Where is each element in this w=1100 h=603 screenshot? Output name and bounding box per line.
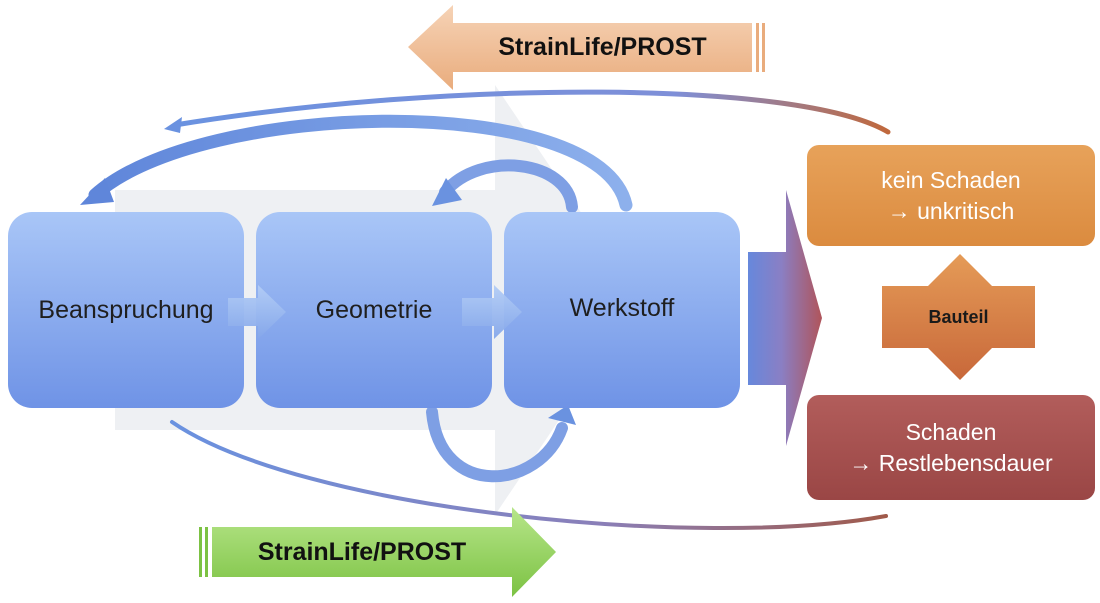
forward-arc-bottom-head-icon <box>548 405 576 425</box>
result-arrow <box>748 190 822 446</box>
process-box-beanspruchung <box>8 212 244 408</box>
tool-arrow-bottom <box>199 507 556 597</box>
process-label-beanspruchung: Beanspruchung <box>38 295 214 324</box>
outcome-label-damage: Schaden → Restlebensdauer <box>849 418 1053 476</box>
feedback-arc-inner-head-icon <box>432 178 462 206</box>
outcome-label-no-damage: kein Schaden → unkritisch <box>881 166 1021 224</box>
tool-label-top: StrainLife/PROST <box>498 33 707 61</box>
forward-arc-bottom <box>426 406 568 483</box>
feedback-arc-main <box>88 114 633 212</box>
component-label: Bauteil <box>928 306 989 327</box>
connector-arrow-1-icon <box>228 285 286 339</box>
feedback-arc-lower <box>170 420 888 531</box>
feedback-arc-inner <box>439 159 578 213</box>
outcome-box-damage <box>807 395 1095 500</box>
component-diamond <box>882 254 1035 380</box>
tool-arrow-top <box>408 5 765 90</box>
connector-arrow-2-icon <box>462 285 522 339</box>
process-box-geometrie <box>256 212 492 408</box>
process-box-werkstoff <box>504 212 740 408</box>
feedback-arc-main-head-icon <box>80 178 114 205</box>
outcome-box-no-damage <box>807 145 1095 246</box>
tool-label-bottom: StrainLife/PROST <box>257 537 467 566</box>
feedback-arc-upper-head-icon <box>164 117 182 133</box>
feedback-arc-upper <box>172 89 891 135</box>
process-label-werkstoff: Werkstoff <box>569 294 675 322</box>
process-label-geometrie: Geometrie <box>315 295 433 324</box>
